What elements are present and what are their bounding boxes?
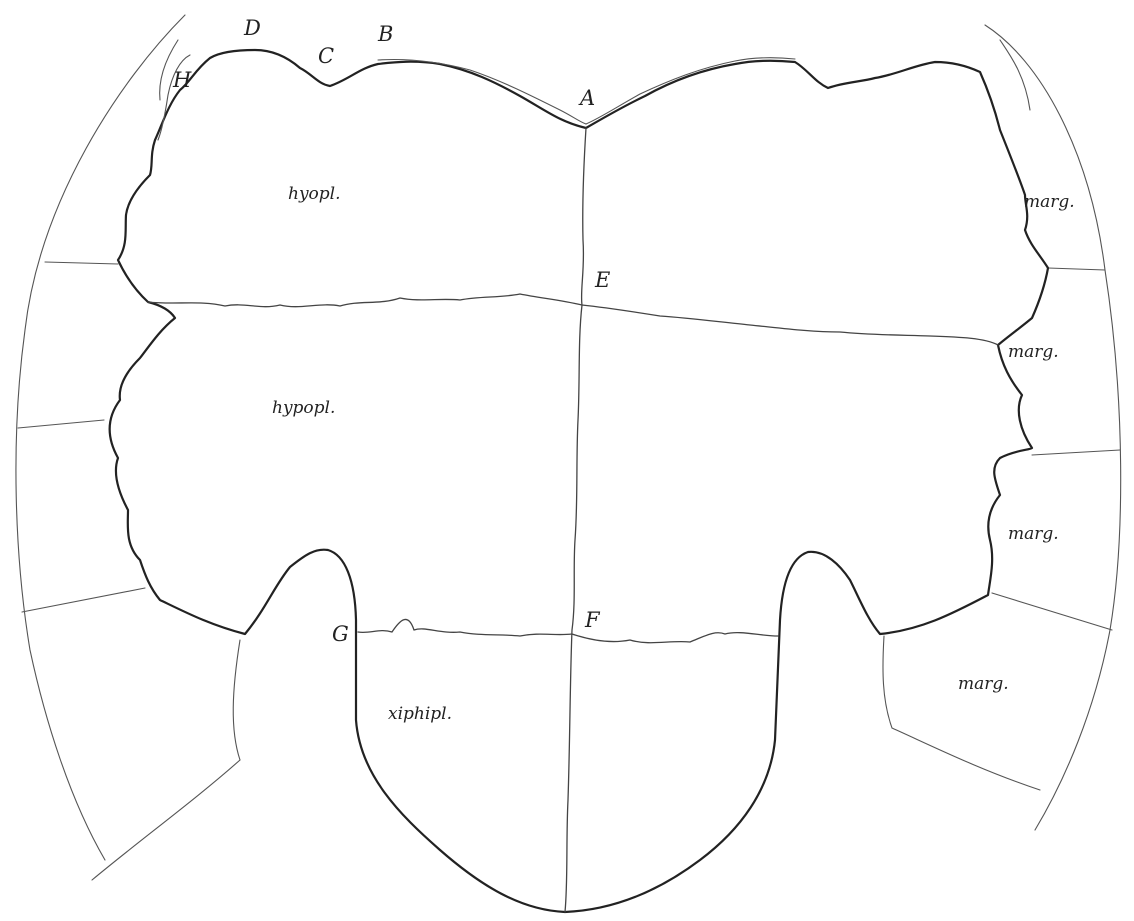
label-c: C bbox=[318, 44, 334, 68]
right-marginal-line-2 bbox=[1032, 450, 1120, 455]
label-xiphipl: xiphipl. bbox=[388, 704, 452, 724]
label-hyopl: hyopl. bbox=[288, 184, 341, 204]
left-marginal-line-4 bbox=[233, 640, 240, 760]
right-marginal-line-5 bbox=[892, 728, 1040, 790]
right-marginal-line-4 bbox=[883, 636, 892, 728]
label-marg-3: marg. bbox=[1008, 524, 1059, 544]
right-marginal-line-3 bbox=[992, 593, 1112, 630]
right-marginal-line-1 bbox=[1048, 268, 1105, 270]
label-b: B bbox=[378, 22, 393, 46]
hyo-hypo-suture bbox=[148, 294, 998, 345]
label-f: F bbox=[585, 608, 600, 632]
label-marg-2: marg. bbox=[1008, 342, 1059, 362]
plastron-outline bbox=[110, 50, 1048, 912]
midline-suture bbox=[565, 128, 586, 912]
label-g: G bbox=[332, 622, 349, 646]
label-d: D bbox=[244, 16, 261, 40]
anterior-edge-left bbox=[378, 59, 586, 124]
label-e: E bbox=[595, 268, 610, 292]
left-marginal-line-3 bbox=[22, 588, 145, 612]
label-hypopl: hypopl. bbox=[272, 398, 335, 418]
label-marg-4: marg. bbox=[958, 674, 1009, 694]
left-marginal-line-2 bbox=[18, 420, 104, 428]
label-marg-1: marg. bbox=[1024, 192, 1075, 212]
anterior-edge-right bbox=[586, 58, 795, 124]
label-a: A bbox=[580, 86, 595, 110]
left-carapace-rim bbox=[16, 15, 185, 860]
left-marginal-line-1 bbox=[45, 262, 118, 264]
left-marginal-line-5 bbox=[92, 760, 240, 880]
hypo-xiphi-suture bbox=[358, 619, 778, 642]
label-h: H bbox=[173, 68, 191, 92]
